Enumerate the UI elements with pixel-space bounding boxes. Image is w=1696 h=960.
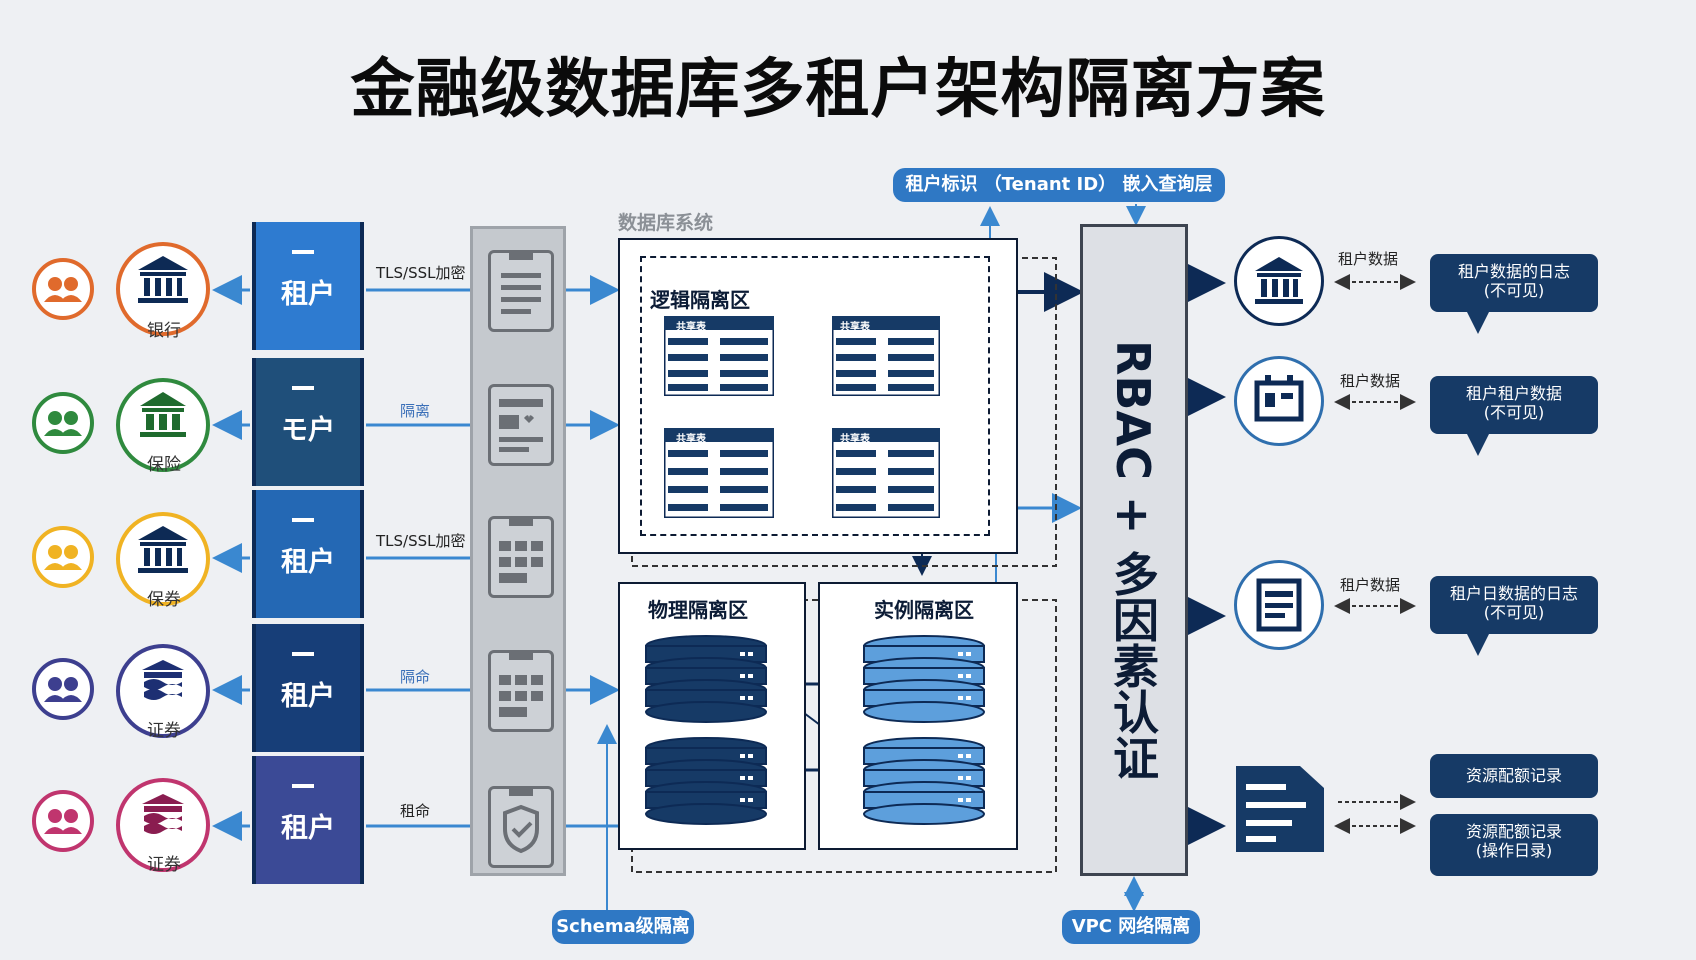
shared-table — [662, 426, 776, 520]
category-label: 保券 — [147, 590, 181, 610]
document-icon — [1234, 560, 1324, 650]
bank-icon — [1234, 236, 1324, 326]
schema-label: Schema级隔离 — [552, 910, 694, 944]
link-label: 隔命 — [400, 668, 431, 686]
tenant-block-label: 租户 — [281, 813, 335, 844]
bubble-line: 租户租户数据 — [1465, 384, 1562, 403]
database-stack-icon — [862, 736, 986, 830]
shared-table — [830, 426, 942, 520]
link-label: TLS/SSL加密 — [376, 264, 466, 282]
database-stack-icon — [644, 634, 768, 728]
logical-zone-inner — [640, 256, 990, 536]
bubble-line: 租户数据的日志 — [1457, 262, 1570, 281]
bubble-line: (操作日录) — [1475, 841, 1553, 860]
clipboard-icon — [488, 250, 554, 332]
securities-building-icon — [116, 778, 210, 872]
category-label: 证券 — [147, 855, 181, 875]
insurance-building-icon — [116, 378, 210, 472]
page-title: 金融级数据库多租户架构隔离方案 — [350, 53, 1326, 127]
hidden-daily-log-bubble: 租户日数据的日志 (不可见) — [1430, 576, 1598, 656]
category-label: 银行 — [147, 321, 181, 341]
right-label: 租户数据 — [1338, 250, 1399, 268]
users-icon — [32, 526, 94, 588]
db-system-label: 数据库系统 — [618, 212, 714, 234]
grid-doc-icon — [488, 650, 554, 732]
bubble-line: 资源配额记录 — [1465, 822, 1562, 841]
vpc-label: VPC 网络隔离 — [1062, 910, 1200, 944]
database-stack-icon — [862, 634, 986, 728]
bank-icon — [116, 242, 210, 336]
tenant-block-label: モ户 — [281, 415, 335, 446]
bubble-line: (不可见) — [1483, 403, 1545, 422]
tenant-id-label: 租户标识 （Tenant ID） 嵌入查询层 — [893, 168, 1225, 202]
category-label: 保险 — [147, 455, 181, 475]
bubble-line: (不可见) — [1483, 603, 1545, 622]
users-icon — [32, 658, 94, 720]
tenant-block-label: 租户 — [281, 279, 335, 310]
server-icon — [1234, 356, 1324, 446]
bank-icon — [116, 512, 210, 606]
tenant-block[interactable]: 租户 — [252, 624, 364, 752]
shared-table — [662, 314, 776, 398]
rbac-label: RBAC + 多因素认证 — [1106, 340, 1160, 781]
tenant-block-label: 租户 — [281, 547, 335, 578]
bubble-line: 租户日数据的日志 — [1449, 584, 1578, 603]
users-icon — [32, 392, 94, 454]
users-icon — [32, 258, 94, 320]
tenant-block[interactable]: モ户 — [252, 358, 364, 486]
table-header-label: 共享表 — [676, 434, 706, 445]
securities-building-icon — [116, 644, 210, 738]
shield-doc-icon — [488, 786, 554, 868]
bubble-line: 资源配额记录 — [1465, 766, 1562, 785]
tenant-block[interactable]: 租户 — [252, 490, 364, 618]
hidden-data-bubble: 租户租户数据 (不可见) — [1430, 376, 1598, 456]
right-label: 租户数据 — [1340, 576, 1401, 594]
link-label: TLS/SSL加密 — [376, 532, 466, 550]
users-icon — [32, 790, 94, 852]
bubble-line: (不可见) — [1483, 281, 1545, 300]
table-header-label: 共享表 — [676, 322, 706, 333]
tenant-block-label: 租户 — [281, 681, 335, 712]
link-label: 隔离 — [400, 402, 431, 420]
shared-table — [830, 314, 942, 398]
physical-zone-title: 物理隔离区 — [648, 598, 748, 622]
rbac-panel — [1080, 224, 1188, 876]
link-label: 租命 — [400, 802, 431, 820]
right-label: 租户数据 — [1340, 372, 1401, 390]
grid-doc-icon — [488, 516, 554, 598]
database-stack-icon — [644, 736, 768, 830]
table-header-label: 共享表 — [840, 322, 870, 333]
tenant-block[interactable]: 租户 — [252, 222, 364, 350]
hidden-log-bubble: 租户数据的日志 (不可见) — [1430, 254, 1598, 334]
quota-operation-bubble: 资源配额记录 (操作日录) — [1430, 814, 1598, 876]
quota-log-bubble: 资源配额记录 — [1430, 754, 1598, 798]
log-icon — [1236, 766, 1324, 852]
logical-zone-title: 逻辑隔离区 — [650, 288, 750, 312]
table-header-label: 共享表 — [840, 434, 870, 445]
document-heart-icon — [488, 384, 554, 466]
category-label: 证券 — [147, 721, 181, 741]
tenant-block[interactable]: 租户 — [252, 756, 364, 884]
instance-zone-title: 实例隔离区 — [874, 598, 974, 622]
